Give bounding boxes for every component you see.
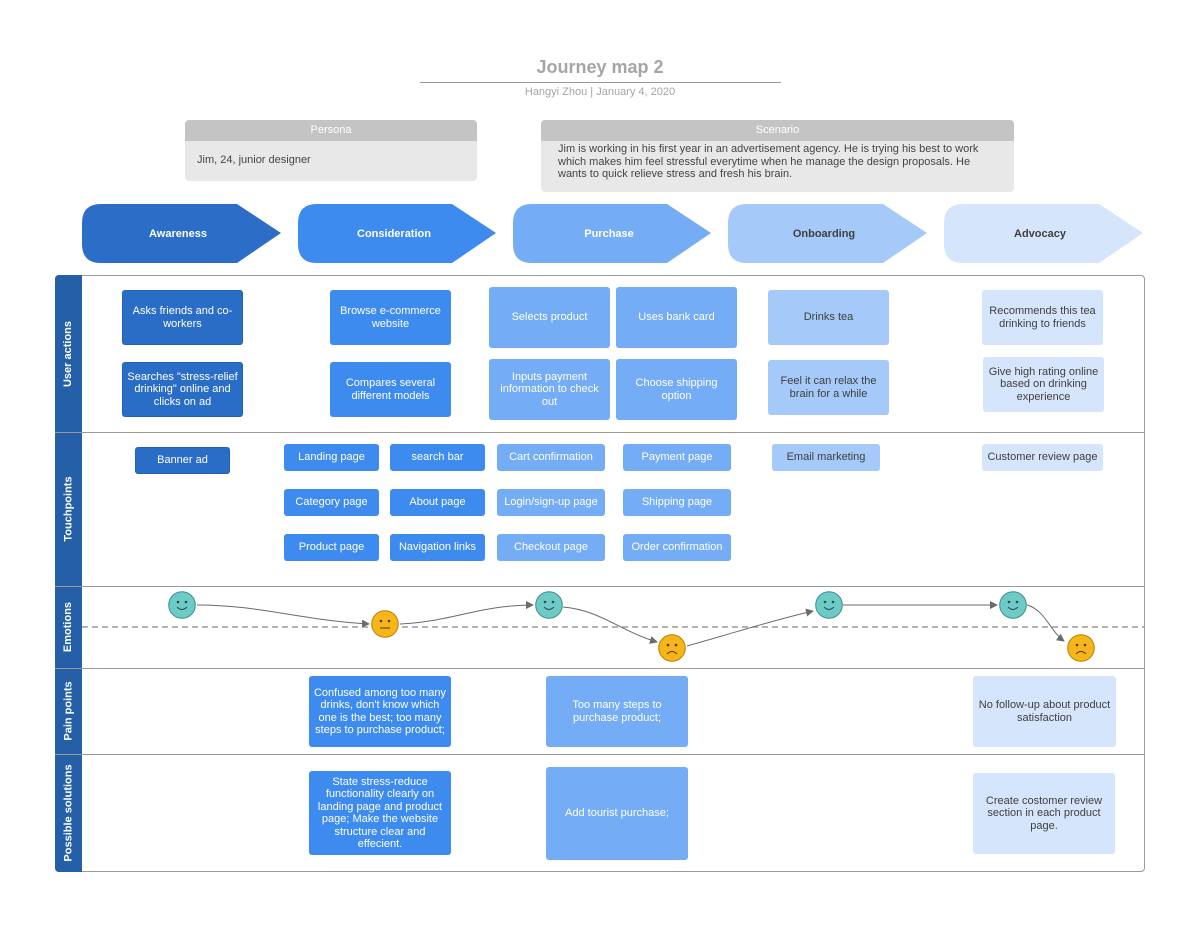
stage-arrow-consideration [298, 204, 496, 263]
stage-purchase: Purchase [584, 227, 634, 240]
user-action-card: Recommends this tea drinking to friends [982, 290, 1103, 345]
page-subtitle: Hangyi Zhou | January 4, 2020 [524, 86, 676, 98]
user-action-card: Uses bank card [616, 287, 737, 348]
user-action-card: Browse e-commerce website [330, 290, 451, 345]
solution-card: State stress-reduce functionality clearl… [309, 771, 451, 855]
page-title: Journey map 2 [536, 57, 664, 77]
stage-awareness: Awareness [149, 227, 207, 240]
touchpoint-chip: Product page [284, 534, 379, 561]
lane-possible-solutions: Possible solutions [55, 754, 82, 872]
stage-arrow-onboarding [728, 204, 927, 263]
pain-point-card: Confused among too many drinks, don't kn… [309, 676, 451, 747]
emotion-curve [82, 601, 1145, 647]
touchpoint-chip: Navigation links [390, 534, 485, 561]
lane-user-actions: User actions [55, 275, 82, 432]
touchpoint-chip: About page [390, 489, 485, 516]
happy-face-icon [168, 591, 196, 619]
touchpoint-chip: Landing page [284, 444, 379, 471]
sad-face-icon [1067, 634, 1095, 662]
happy-face-icon [815, 591, 843, 619]
user-action-card: Drinks tea [768, 290, 889, 345]
lane-divider [55, 668, 1145, 669]
lane-label-text: Pain points [62, 681, 75, 741]
touchpoint-chip: Payment page [623, 444, 731, 471]
stage-arrows [82, 204, 1143, 263]
emotion-connector [562, 606, 658, 644]
touchpoint-chip: Shipping page [623, 489, 731, 516]
touchpoint-chip: Email marketing [772, 444, 880, 471]
user-action-card: Selects product [489, 287, 610, 348]
neutral-face-icon [371, 610, 399, 638]
touchpoint-chip: Checkout page [497, 534, 605, 561]
user-action-card: Searches "stress-relief drinking" online… [122, 362, 243, 417]
persona-header: Persona [185, 120, 477, 141]
solution-card: Create costomer review section in each p… [973, 773, 1115, 854]
stage-arrow-purchase [513, 204, 711, 263]
stage-arrow-advocacy [944, 204, 1143, 263]
user-action-card: Inputs payment information to check out [489, 359, 610, 420]
stage-consideration: Consideration [357, 227, 431, 240]
solution-card: Add tourist purchase; [546, 767, 688, 860]
lane-divider [55, 432, 1145, 433]
lane-label-text: User actions [62, 320, 75, 387]
happy-face-icon [535, 591, 563, 619]
stage-advocacy: Advocacy [1014, 227, 1066, 240]
pain-point-card: No follow-up about product satisfaction [973, 676, 1116, 747]
lane-divider [55, 754, 1145, 755]
lane-pain-points: Pain points [55, 668, 82, 754]
emotion-connector [1026, 604, 1065, 642]
emotion-connector [196, 604, 370, 628]
touchpoint-chip: Cart confirmation [497, 444, 605, 471]
lane-label-text: Possible solutions [62, 764, 75, 862]
emotion-connector [399, 601, 534, 625]
user-action-card: Compares several different models [330, 362, 451, 417]
user-action-card: Feel it can relax the brain for a while [768, 360, 889, 415]
emotion-connector [686, 608, 814, 647]
lane-label-bar [55, 275, 82, 872]
touchpoint-chip: Category page [284, 489, 379, 516]
persona-text: Jim, 24, junior designer [185, 141, 477, 181]
user-action-card: Choose shipping option [616, 359, 737, 420]
stage-onboarding: Onboarding [792, 227, 856, 240]
touchpoint-chip: Login/sign-up page [497, 489, 605, 516]
scenario-text: Jim is working in his first year in an a… [541, 141, 1014, 192]
lane-divider [55, 586, 1145, 587]
sad-face-icon [658, 634, 686, 662]
user-action-card: Give high rating online based on drinkin… [983, 357, 1104, 412]
touchpoint-chip: Banner ad [135, 447, 230, 474]
touchpoint-chip: Order confirmation [623, 534, 731, 561]
happy-face-icon [999, 591, 1027, 619]
pain-point-card: Too many steps to purchase product; [546, 676, 688, 747]
user-action-card: Asks friends and co-workers [122, 290, 243, 345]
touchpoint-chip: Customer review page [982, 444, 1103, 471]
stage-arrow-awareness [82, 204, 281, 263]
scenario-header: Scenario [541, 120, 1014, 141]
title-divider [420, 82, 781, 83]
touchpoint-chip: search bar [390, 444, 485, 471]
lane-touchpoints: Touchpoints [55, 432, 82, 586]
lane-label-text: Touchpoints [62, 476, 75, 542]
